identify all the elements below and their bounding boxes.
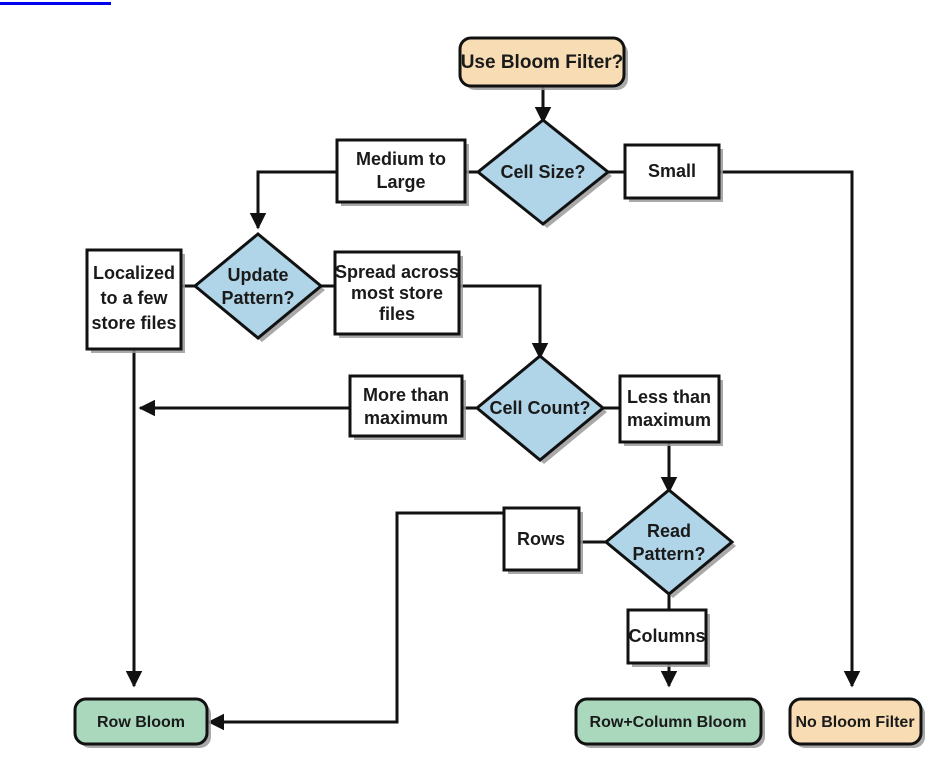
node-read-pattern-label-line2: Pattern? bbox=[632, 544, 705, 564]
edge-spread-to-cellcount bbox=[458, 284, 549, 360]
node-more-than-max-label-line2: maximum bbox=[364, 408, 448, 428]
node-row-bloom-label: Row Bloom bbox=[97, 714, 185, 731]
node-localized-store-files[interactable]: Localized to a few store files bbox=[85, 248, 183, 351]
node-less-than-max-label-line1: Less than bbox=[627, 387, 711, 407]
node-less-than-maximum[interactable]: Less than maximum bbox=[618, 374, 721, 444]
node-use-bloom-filter[interactable]: Use Bloom Filter? bbox=[458, 36, 626, 88]
edge-small-to-nobloom bbox=[718, 170, 861, 688]
node-columns[interactable]: Columns bbox=[626, 608, 708, 665]
node-spread-label-line2: most store bbox=[351, 283, 443, 303]
node-localized-label-line2: to a few bbox=[100, 288, 168, 308]
node-columns-label: Columns bbox=[628, 626, 705, 646]
node-rows-label: Rows bbox=[517, 529, 565, 549]
node-read-pattern-decision[interactable]: Read Pattern? bbox=[603, 488, 735, 596]
node-spread-store-files[interactable]: Spread across most store files bbox=[333, 250, 461, 336]
node-small-label: Small bbox=[648, 161, 696, 181]
node-localized-label-line1: Localized bbox=[93, 263, 175, 283]
node-row-column-bloom-result[interactable]: Row+Column Bloom bbox=[574, 697, 763, 746]
node-use-bloom-filter-label: Use Bloom Filter? bbox=[461, 52, 624, 73]
node-row-bloom-result[interactable]: Row Bloom bbox=[73, 697, 209, 746]
node-cell-size-label: Cell Size? bbox=[500, 162, 585, 182]
link-underline-rule bbox=[0, 2, 111, 5]
node-cell-size-decision[interactable]: Cell Size? bbox=[475, 118, 611, 226]
node-no-bloom-filter-result[interactable]: No Bloom Filter bbox=[788, 697, 923, 746]
node-row-column-bloom-label: Row+Column Bloom bbox=[590, 714, 747, 731]
node-spread-label-line3: files bbox=[379, 304, 415, 324]
node-spread-label-line1: Spread across bbox=[335, 262, 459, 282]
node-less-than-max-label-line2: maximum bbox=[627, 410, 711, 430]
node-read-pattern-label-line1: Read bbox=[647, 521, 691, 541]
node-update-pattern-label-line1: Update bbox=[227, 265, 288, 285]
edge-medium-to-updatepattern bbox=[249, 170, 338, 230]
node-cell-count-decision[interactable]: Cell Count? bbox=[474, 354, 606, 462]
node-medium-to-large-label-line1: Medium to bbox=[356, 149, 446, 169]
node-no-bloom-filter-label: No Bloom Filter bbox=[795, 714, 914, 731]
node-update-pattern-decision[interactable]: Update Pattern? bbox=[192, 232, 324, 340]
node-medium-to-large-label-line2: Large bbox=[376, 172, 425, 192]
node-more-than-maximum[interactable]: More than maximum bbox=[348, 374, 464, 438]
node-small[interactable]: Small bbox=[623, 143, 721, 200]
node-update-pattern-label-line2: Pattern? bbox=[221, 288, 294, 308]
edge-rows-to-rowbloom bbox=[207, 511, 504, 731]
node-cell-count-label: Cell Count? bbox=[490, 398, 591, 418]
node-more-than-max-label-line1: More than bbox=[363, 385, 449, 405]
node-localized-label-line3: store files bbox=[91, 313, 176, 333]
node-rows[interactable]: Rows bbox=[502, 506, 581, 572]
node-medium-to-large[interactable]: Medium to Large bbox=[335, 138, 467, 204]
